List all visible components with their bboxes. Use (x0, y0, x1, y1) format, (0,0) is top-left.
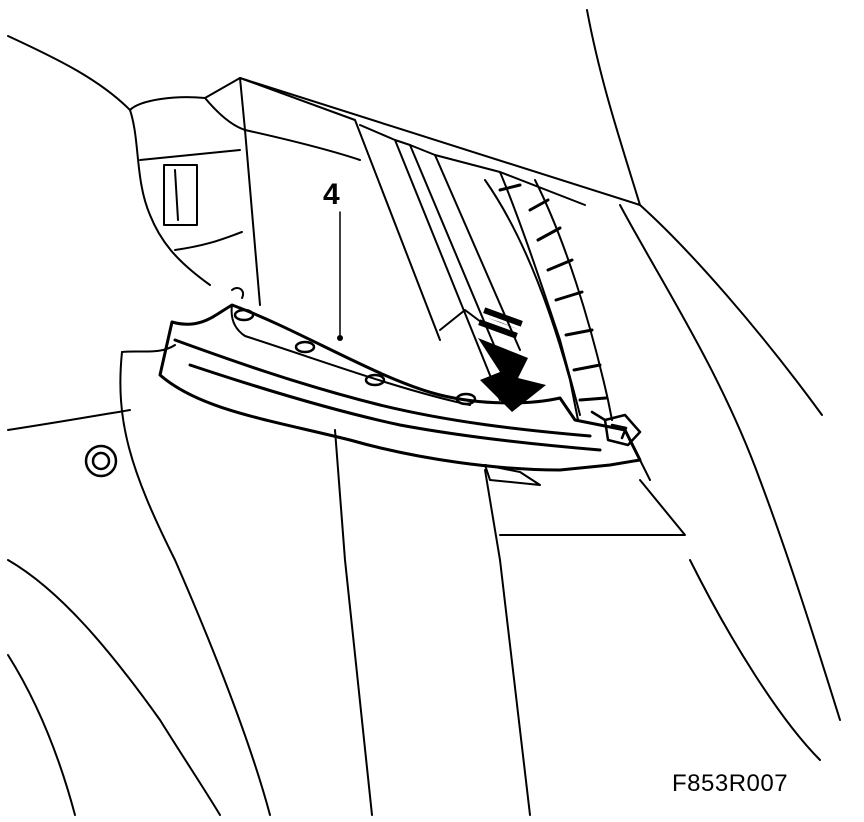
callout-leader-line (337, 211, 343, 341)
figure-code: F853R007 (672, 770, 789, 797)
screw-head-icon (84, 444, 118, 478)
push-direction-arrow-icon (478, 307, 546, 412)
lower-panel (119, 344, 821, 816)
vent-slot (163, 164, 198, 226)
fastener-clip-icon (590, 410, 642, 447)
callout-label: 4 (323, 178, 340, 211)
trim-strip-item-4 (158, 287, 642, 486)
seat-belt (484, 179, 613, 421)
pillar-panel (239, 77, 586, 416)
mounting-holes (233, 308, 477, 406)
body-outline-lines (7, 9, 841, 816)
